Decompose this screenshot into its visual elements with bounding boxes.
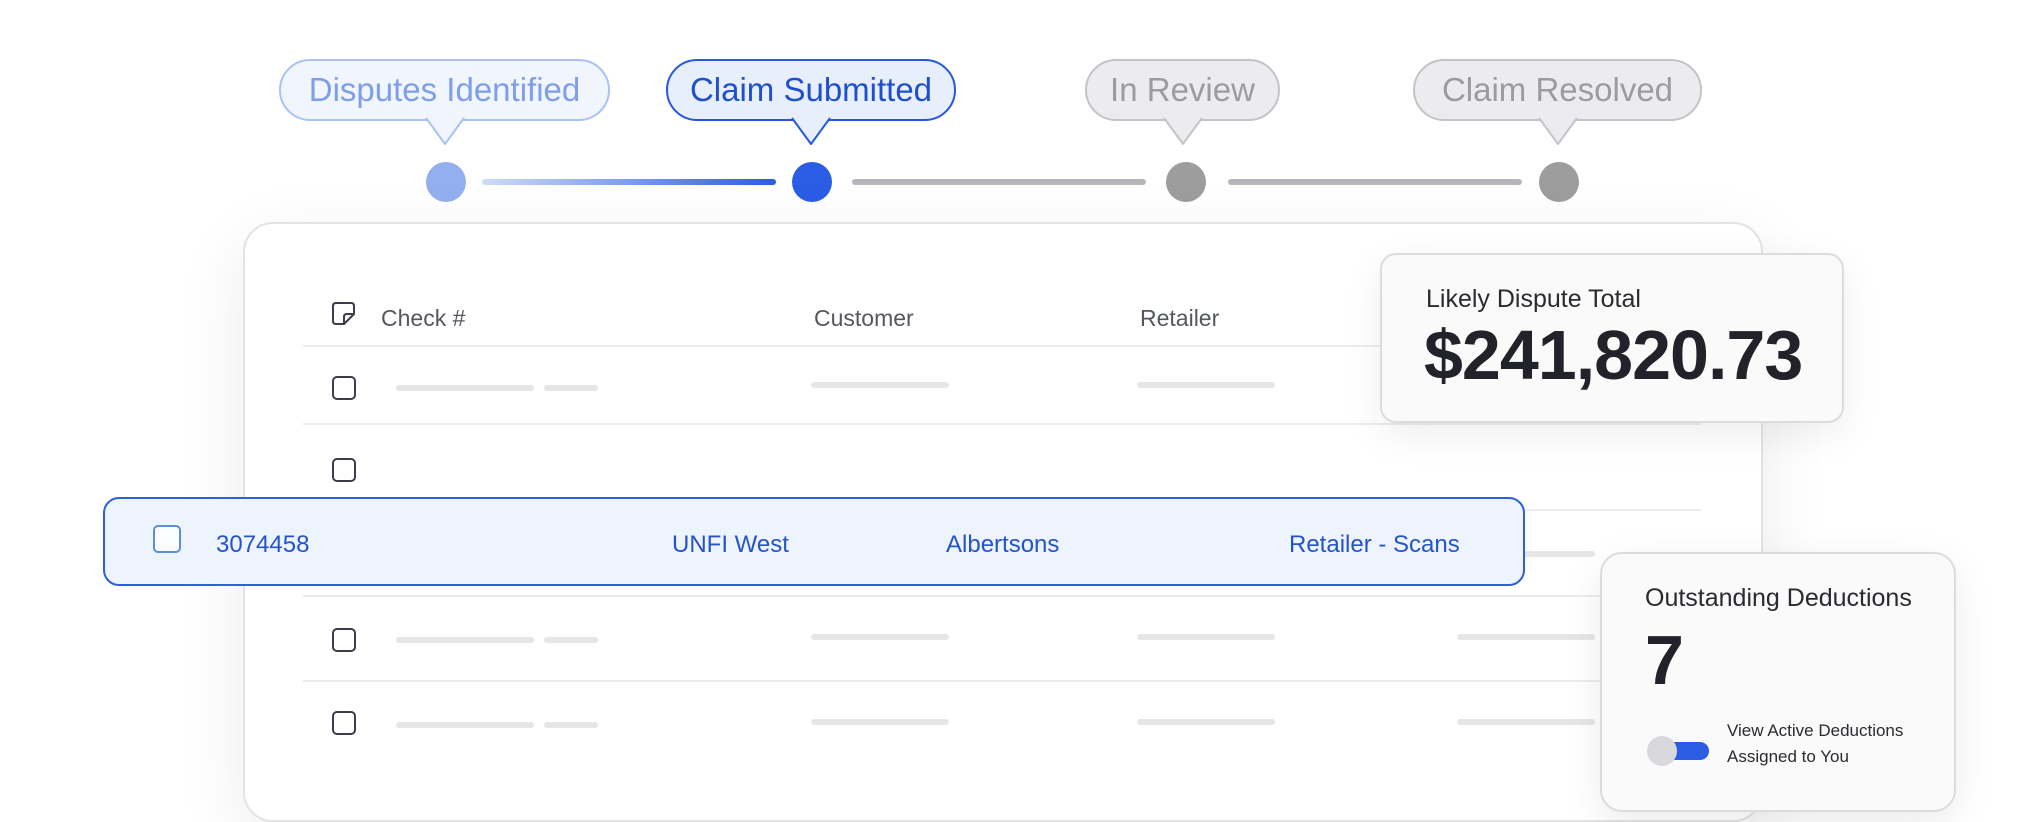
row-checkbox[interactable] bbox=[332, 458, 356, 482]
placeholder-bar bbox=[544, 637, 598, 643]
placeholder-bar bbox=[1137, 719, 1275, 725]
placeholder-bar bbox=[1137, 382, 1275, 388]
placeholder-bar bbox=[544, 385, 598, 391]
cell-retailer: Albertsons bbox=[946, 531, 1060, 558]
row-checkbox[interactable] bbox=[332, 711, 356, 735]
bubble-tail bbox=[791, 117, 831, 145]
cell-check-number: 3074458 bbox=[216, 531, 310, 558]
card-label: Likely Dispute Total bbox=[1426, 285, 1641, 313]
step-connector bbox=[482, 179, 776, 185]
card-value: 7 bbox=[1645, 621, 1684, 699]
placeholder-bar bbox=[1457, 551, 1595, 557]
step-connector bbox=[1228, 179, 1522, 185]
card-value: $241,820.73 bbox=[1424, 316, 1803, 394]
step-claim-resolved[interactable]: Claim Resolved bbox=[1413, 59, 1702, 145]
toggle-knob bbox=[1647, 736, 1677, 766]
placeholder-bar bbox=[811, 382, 949, 388]
step-dot-pending bbox=[1539, 162, 1579, 202]
placeholder-bar bbox=[396, 385, 534, 391]
toggle-label: View Active Deductions Assigned to You bbox=[1727, 721, 1904, 766]
row-checkbox[interactable] bbox=[153, 525, 181, 553]
likely-dispute-total-card: Likely Dispute Total $241,820.73 bbox=[1380, 253, 1844, 423]
card-label: Outstanding Deductions bbox=[1645, 584, 1912, 612]
placeholder-bar bbox=[396, 637, 534, 643]
step-dot-pending bbox=[1166, 162, 1206, 202]
row-divider bbox=[303, 595, 1701, 597]
bubble-tail bbox=[424, 117, 465, 145]
cell-customer: UNFI West bbox=[672, 531, 789, 558]
step-dot-active bbox=[792, 162, 832, 202]
cell-deduction-type: Retailer - Scans bbox=[1289, 531, 1460, 558]
row-divider bbox=[303, 423, 1701, 425]
step-label: Claim Submitted bbox=[689, 71, 933, 108]
placeholder-bar bbox=[811, 634, 949, 640]
placeholder-bar bbox=[1457, 634, 1595, 640]
bubble-tail bbox=[1537, 117, 1578, 145]
sticky-note-icon bbox=[332, 302, 355, 325]
column-header-check[interactable]: Check # bbox=[381, 305, 466, 331]
step-claim-submitted[interactable]: Claim Submitted bbox=[666, 59, 956, 145]
outstanding-deductions-card: Outstanding Deductions 7 View Active Ded… bbox=[1600, 552, 1956, 812]
bubble-tail bbox=[1162, 117, 1203, 145]
row-checkbox[interactable] bbox=[332, 376, 356, 400]
row-divider bbox=[303, 680, 1701, 682]
step-in-review[interactable]: In Review bbox=[1085, 59, 1280, 145]
column-header-retailer[interactable]: Retailer bbox=[1140, 305, 1220, 331]
active-deductions-toggle[interactable] bbox=[1647, 736, 1709, 766]
row-divider bbox=[303, 345, 1701, 347]
step-connector bbox=[852, 179, 1146, 185]
placeholder-bar bbox=[1137, 634, 1275, 640]
step-label: In Review bbox=[1110, 71, 1255, 108]
step-dot-done bbox=[426, 162, 466, 202]
step-label: Disputes Identified bbox=[308, 71, 581, 108]
column-header-customer[interactable]: Customer bbox=[814, 305, 914, 331]
row-checkbox[interactable] bbox=[332, 628, 356, 652]
placeholder-bar bbox=[811, 719, 949, 725]
selected-table-row[interactable] bbox=[103, 497, 1525, 586]
placeholder-bar bbox=[544, 722, 598, 728]
step-label: Claim Resolved bbox=[1441, 71, 1674, 108]
step-disputes-identified[interactable]: Disputes Identified bbox=[279, 59, 610, 145]
placeholder-bar bbox=[396, 722, 534, 728]
placeholder-bar bbox=[1457, 719, 1595, 725]
